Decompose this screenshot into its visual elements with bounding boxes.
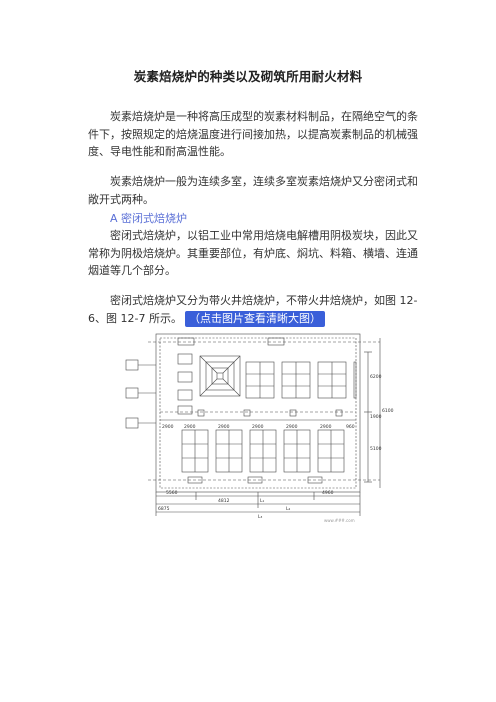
dim-label-14: L₃ [258, 514, 263, 520]
dim-label-1: 2900 [184, 424, 196, 430]
dim-label-15: 6200 [370, 374, 382, 380]
watermark: www.###.com [324, 518, 355, 523]
view-large-image-link[interactable]: （点击图片查看清晰大图） [184, 310, 325, 327]
lower-chambers [181, 429, 345, 473]
dim-label-8: 5560 [166, 490, 178, 496]
paragraph-figure-ref: 密闭式焙烧炉又分为带火井焙烧炉，不带火井焙烧炉，如图 12-6、图 12-7 所… [88, 292, 424, 327]
dim-label-4: 2900 [286, 424, 298, 430]
dim-label-2: 2900 [218, 424, 230, 430]
dim-label-11: 4960 [322, 490, 334, 496]
outer-wall [155, 333, 361, 493]
dim-label-10: L₁ [260, 498, 265, 504]
article-title: 炭素焙烧炉的种类以及砌筑所用耐火材料 [133, 69, 363, 84]
paragraph-types: 炭素焙烧炉一般为连续多室，连续多室炭素焙烧炉又分密闭式和敞开式两种。 [88, 175, 418, 206]
dim-label-6: 2900 [162, 424, 174, 430]
dim-label-3: 2900 [252, 424, 264, 430]
dim-label-7: 960 [346, 424, 355, 430]
paragraph-figure-ref-text: 密闭式焙烧炉又分为带火井焙烧炉，不带火井焙烧炉，如图 12-6、图 12-7 所… [88, 294, 418, 325]
furnace-plan-svg: 2900 2900 2900 2900 2900 2900 960 5560 4… [125, 333, 394, 523]
section-heading-a: A 密闭式焙烧炉 [110, 212, 188, 225]
dim-label-18: 6100 [382, 408, 394, 414]
dim-label-17: 5100 [370, 446, 382, 452]
dim-label-13: L₂ [286, 506, 291, 512]
flue-pyramid [199, 355, 241, 397]
inner-dashed-boundary [159, 337, 357, 489]
upper-chambers [245, 361, 357, 399]
dim-label-12: 6875 [158, 506, 170, 512]
paragraph-closed-furnace: 密闭式焙烧炉，以铝工业中常用焙烧电解槽用阴极炭块，因此又常称为阴极焙烧炉。其重要… [88, 229, 418, 277]
dim-label-9: 4812 [218, 498, 230, 504]
dim-label-16: 1900 [370, 414, 382, 420]
dim-label-5: 2900 [320, 424, 332, 430]
furnace-drawing[interactable]: 2900 2900 2900 2900 2900 2900 960 5560 4… [118, 332, 394, 526]
paragraph-intro: 炭素焙烧炉是一种将高压成型的炭素材料制品，在隔绝空气的条件下，按照规定的焙烧温度… [88, 110, 418, 158]
